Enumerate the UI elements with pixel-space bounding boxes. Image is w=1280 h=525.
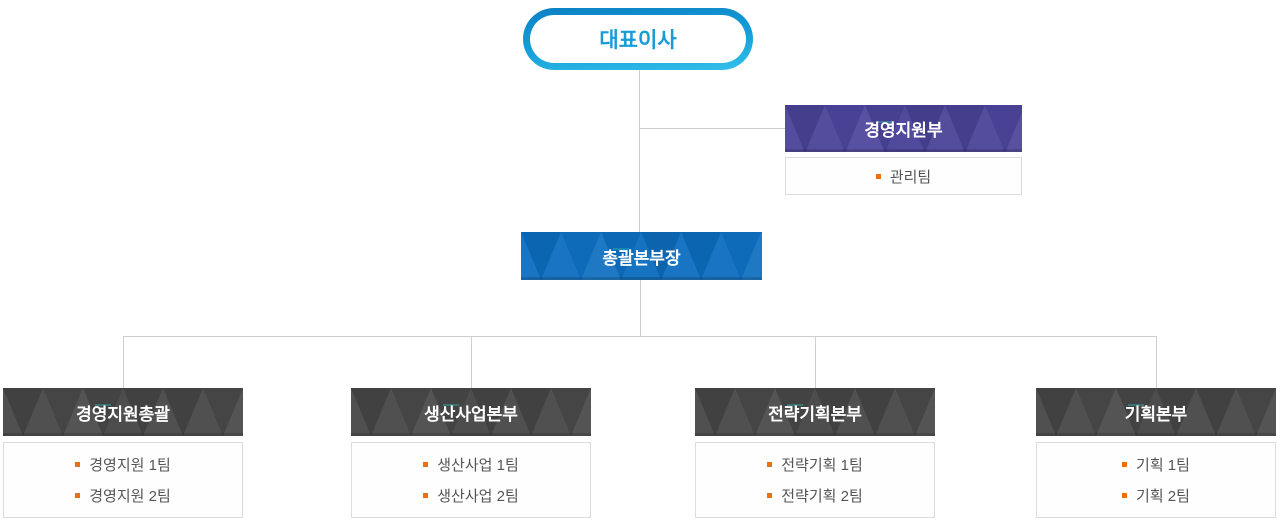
connector-director-to-row xyxy=(640,280,641,337)
node-support-dept: 경영지원부 xyxy=(785,105,1022,152)
node-general-director: 총괄본부장 xyxy=(521,232,762,280)
connector-drop-division-2 xyxy=(471,337,472,388)
square-bullet-icon xyxy=(1122,493,1128,498)
team-label: 기획 1팀 xyxy=(1136,457,1190,474)
node-ceo: 대표이사 xyxy=(523,8,753,70)
connector-drop-division-4 xyxy=(1156,337,1157,388)
team-item: 관리팀 xyxy=(875,166,932,187)
support-dept-team-list: 관리팀 xyxy=(785,157,1022,195)
square-bullet-icon xyxy=(423,493,429,498)
division-1-team-list: 경영지원 1팀 경영지원 2팀 xyxy=(3,442,243,518)
team-item: 전략기획 2팀 xyxy=(767,485,863,506)
square-bullet-icon xyxy=(75,462,81,467)
team-item: 경영지원 1팀 xyxy=(75,454,171,475)
square-bullet-icon xyxy=(75,493,81,498)
team-label: 생산사업 2팀 xyxy=(437,488,519,505)
connector-branch-support-dept xyxy=(639,128,786,129)
square-bullet-icon xyxy=(767,462,773,467)
node-division-1: 경영지원총괄 xyxy=(3,388,243,436)
team-label: 기획 2팀 xyxy=(1136,488,1190,505)
node-general-director-label: 총괄본부장 xyxy=(602,248,681,268)
team-item: 생산사업 2팀 xyxy=(423,485,519,506)
connector-divisions-horizontal xyxy=(123,336,1157,337)
node-division-3: 전략기획본부 xyxy=(695,388,935,436)
team-item: 기획 1팀 xyxy=(1122,454,1190,475)
square-bullet-icon xyxy=(423,462,429,467)
team-item: 기획 2팀 xyxy=(1122,485,1190,506)
team-label: 생산사업 1팀 xyxy=(437,457,519,474)
connector-drop-division-3 xyxy=(815,337,816,388)
team-item: 경영지원 2팀 xyxy=(75,485,171,506)
square-bullet-icon xyxy=(1122,462,1128,467)
division-2-team-list: 생산사업 1팀 생산사업 2팀 xyxy=(351,442,591,518)
node-division-1-label: 경영지원총괄 xyxy=(76,404,170,424)
team-label: 전략기획 1팀 xyxy=(781,457,863,474)
square-bullet-icon xyxy=(767,493,773,498)
team-item: 전략기획 1팀 xyxy=(767,454,863,475)
node-division-4-label: 기획본부 xyxy=(1124,404,1188,424)
square-bullet-icon xyxy=(875,173,881,179)
team-label: 관리팀 xyxy=(889,168,932,186)
division-3-team-list: 전략기획 1팀 전략기획 2팀 xyxy=(695,442,935,518)
team-label: 전략기획 2팀 xyxy=(781,488,863,505)
team-item: 생산사업 1팀 xyxy=(423,454,519,475)
team-label: 경영지원 1팀 xyxy=(89,457,171,474)
node-ceo-inner: 대표이사 xyxy=(530,15,746,63)
connector-drop-division-1 xyxy=(123,337,124,388)
node-division-2-label: 생산사업본부 xyxy=(424,404,518,424)
team-label: 경영지원 2팀 xyxy=(89,488,171,505)
node-division-4: 기획본부 xyxy=(1036,388,1276,436)
node-division-3-label: 전략기획본부 xyxy=(768,404,862,424)
node-division-2: 생산사업본부 xyxy=(351,388,591,436)
connector-ceo-to-director xyxy=(639,70,640,232)
node-support-dept-label: 경영지원부 xyxy=(864,121,943,140)
division-4-team-list: 기획 1팀 기획 2팀 xyxy=(1036,442,1276,518)
node-ceo-label: 대표이사 xyxy=(599,29,677,52)
